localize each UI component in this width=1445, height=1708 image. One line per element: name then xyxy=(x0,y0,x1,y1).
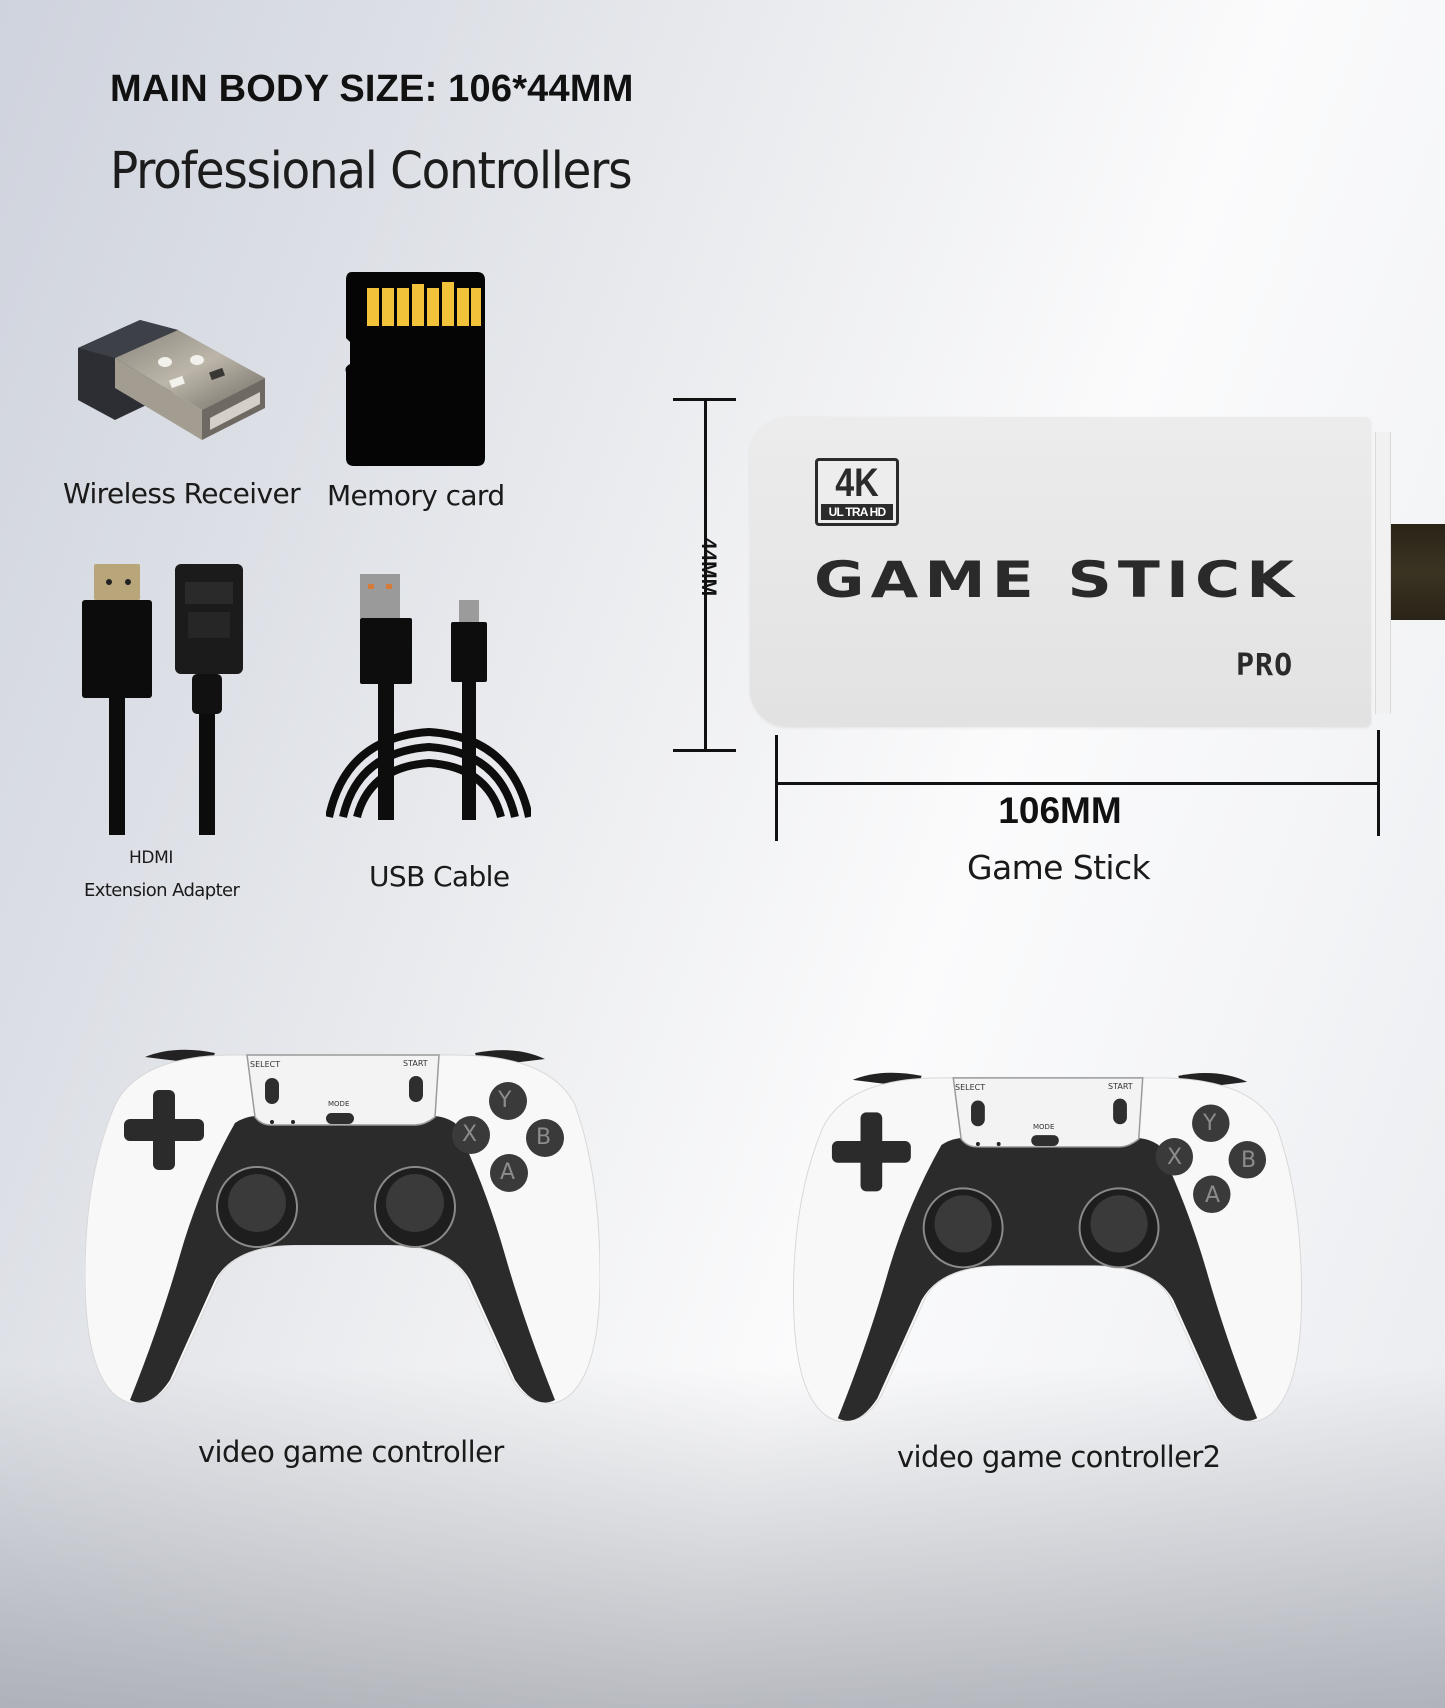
start-label: START xyxy=(1108,1082,1133,1091)
controller-1: SELECT START MODE Y X B A xyxy=(84,1045,601,1420)
hdmi-label-line1: HDMI xyxy=(129,848,173,868)
controller-1-body xyxy=(84,1049,601,1404)
select-label: SELECT xyxy=(250,1060,281,1069)
wireless-receiver-image xyxy=(78,320,265,440)
game-stick-hdmi-connector xyxy=(1391,524,1445,620)
width-dimension-line xyxy=(775,782,1379,785)
a-button: A xyxy=(500,1160,516,1185)
x-button: X xyxy=(462,1122,478,1147)
b-button: B xyxy=(536,1125,552,1150)
controller-2: SELECT START MODE Y X B A xyxy=(790,1068,1305,1438)
y-button: Y xyxy=(498,1088,512,1113)
y-button: Y xyxy=(1203,1111,1217,1136)
start-label: START xyxy=(403,1059,428,1068)
usb-cable-image xyxy=(326,574,531,820)
select-label: SELECT xyxy=(955,1083,986,1092)
hdmi-extension-adapter-image xyxy=(82,564,243,835)
width-dimension-label: 106MM xyxy=(998,790,1122,831)
height-dimension-tick-bottom xyxy=(673,749,736,752)
main-body-size-heading: MAIN BODY SIZE: 106*44MM xyxy=(110,68,634,110)
game-stick-logo: GAME STICK xyxy=(814,551,1301,609)
x-button: X xyxy=(1167,1145,1183,1170)
4k-text: 4K xyxy=(835,461,879,505)
mode-label: MODE xyxy=(1033,1123,1055,1131)
hdmi-label-line2: Extension Adapter xyxy=(84,880,240,901)
wireless-receiver-label: Wireless Receiver xyxy=(63,477,301,510)
height-dimension-line xyxy=(704,399,707,751)
game-stick-pro-label: PRO xyxy=(1236,648,1294,683)
professional-controllers-heading: Professional Controllers xyxy=(110,142,633,201)
controller-2-body xyxy=(792,1072,1303,1422)
a-button: A xyxy=(1205,1183,1221,1208)
memory-card-label: Memory card xyxy=(327,479,505,512)
mode-label: MODE xyxy=(328,1100,350,1108)
usb-cable-label: USB Cable xyxy=(369,860,510,893)
controller-1-caption: video game controller xyxy=(198,1435,504,1469)
controller-2-caption: video game controller2 xyxy=(897,1440,1221,1474)
game-stick-side-rail xyxy=(1375,432,1391,714)
width-dimension-tick-left xyxy=(775,735,778,841)
4k-ultra-hd-badge: 4K UL TRA HD xyxy=(815,458,899,526)
ultra-hd-text: UL TRA HD xyxy=(821,504,893,520)
width-dimension-tick-right xyxy=(1377,730,1380,836)
height-dimension-label: 44MM xyxy=(697,537,720,597)
game-stick-caption: Game Stick xyxy=(967,848,1151,887)
memory-card-image xyxy=(345,272,485,466)
b-button: B xyxy=(1241,1148,1257,1173)
